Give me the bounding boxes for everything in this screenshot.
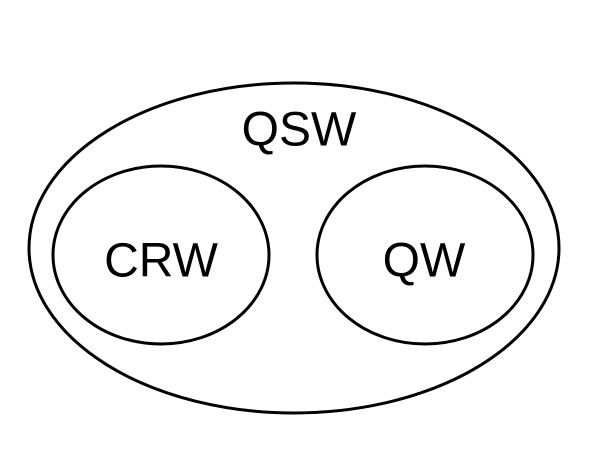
qsw-label: QSW: [242, 104, 357, 157]
crw-label: CRW: [104, 235, 218, 288]
qsw-set-ellipse: [27, 81, 561, 415]
qw-set-ellipse: [315, 164, 535, 346]
crw-set-ellipse: [51, 164, 271, 346]
qw-label: QW: [383, 235, 466, 288]
